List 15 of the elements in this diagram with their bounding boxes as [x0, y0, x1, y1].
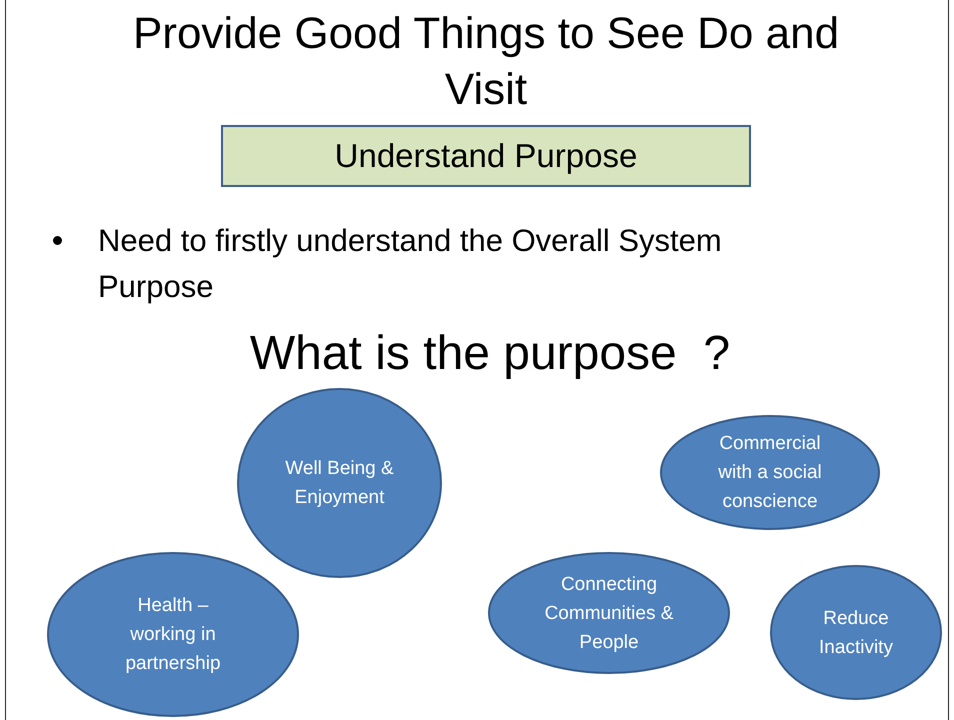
- bullet-text: Need to firstly understand the Overall System Purpose: [98, 222, 723, 306]
- heading-box: [221, 125, 751, 187]
- purpose-ellipse: [237, 388, 442, 578]
- ellipse-label: Well Being & Enjoyment: [284, 457, 395, 510]
- ellipse-label: Connecting Communities & People: [544, 572, 674, 654]
- purpose-ellipse: [660, 415, 880, 530]
- box-heading: Understand Purpose: [334, 136, 638, 176]
- ellipse-label: Reduce Inactivity: [818, 606, 894, 660]
- question-heading: What is the purpose ?: [248, 326, 732, 382]
- slide-title: Provide Good Things to See Do and Visit: [132, 8, 840, 116]
- purpose-ellipse: [488, 552, 730, 674]
- purpose-ellipse: [770, 565, 942, 700]
- ellipse-label: Health – working in partnership: [124, 594, 222, 676]
- purpose-ellipse: [47, 552, 299, 717]
- ellipse-label: Commercial with a social conscience: [717, 432, 823, 514]
